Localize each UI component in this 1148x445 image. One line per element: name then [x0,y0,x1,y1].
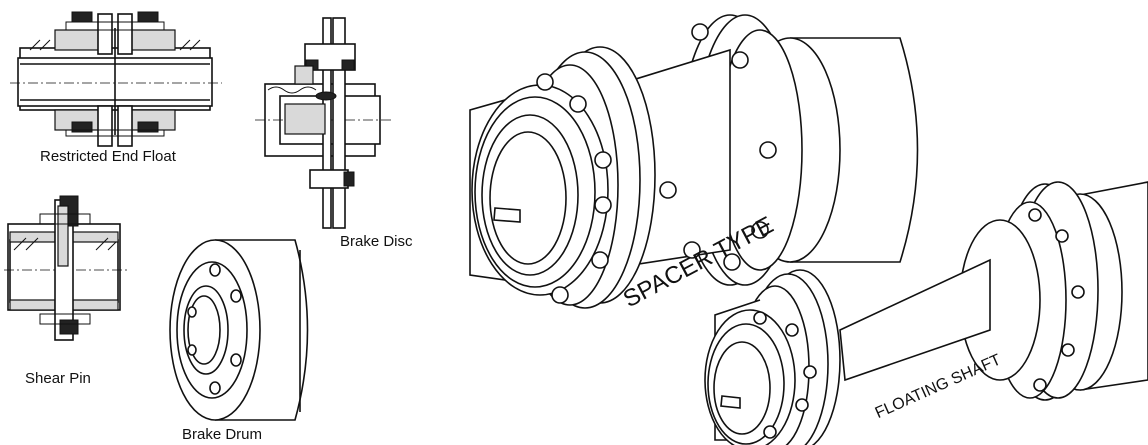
floating-shaft-drawing [704,181,1148,445]
brake-disc-drawing [255,17,392,229]
brake-drum-label: Brake Drum [182,426,263,443]
shear-pin-drawing [4,195,128,341]
restricted-end-float-label: Restricted End Float [40,148,176,165]
brake-drum-drawing [169,239,309,421]
spacer-type-drawing [469,14,919,309]
brake-disc-label: Brake Disc [340,233,413,250]
restricted-end-float-drawing [10,11,222,147]
shear-pin-label: Shear Pin [25,370,91,387]
